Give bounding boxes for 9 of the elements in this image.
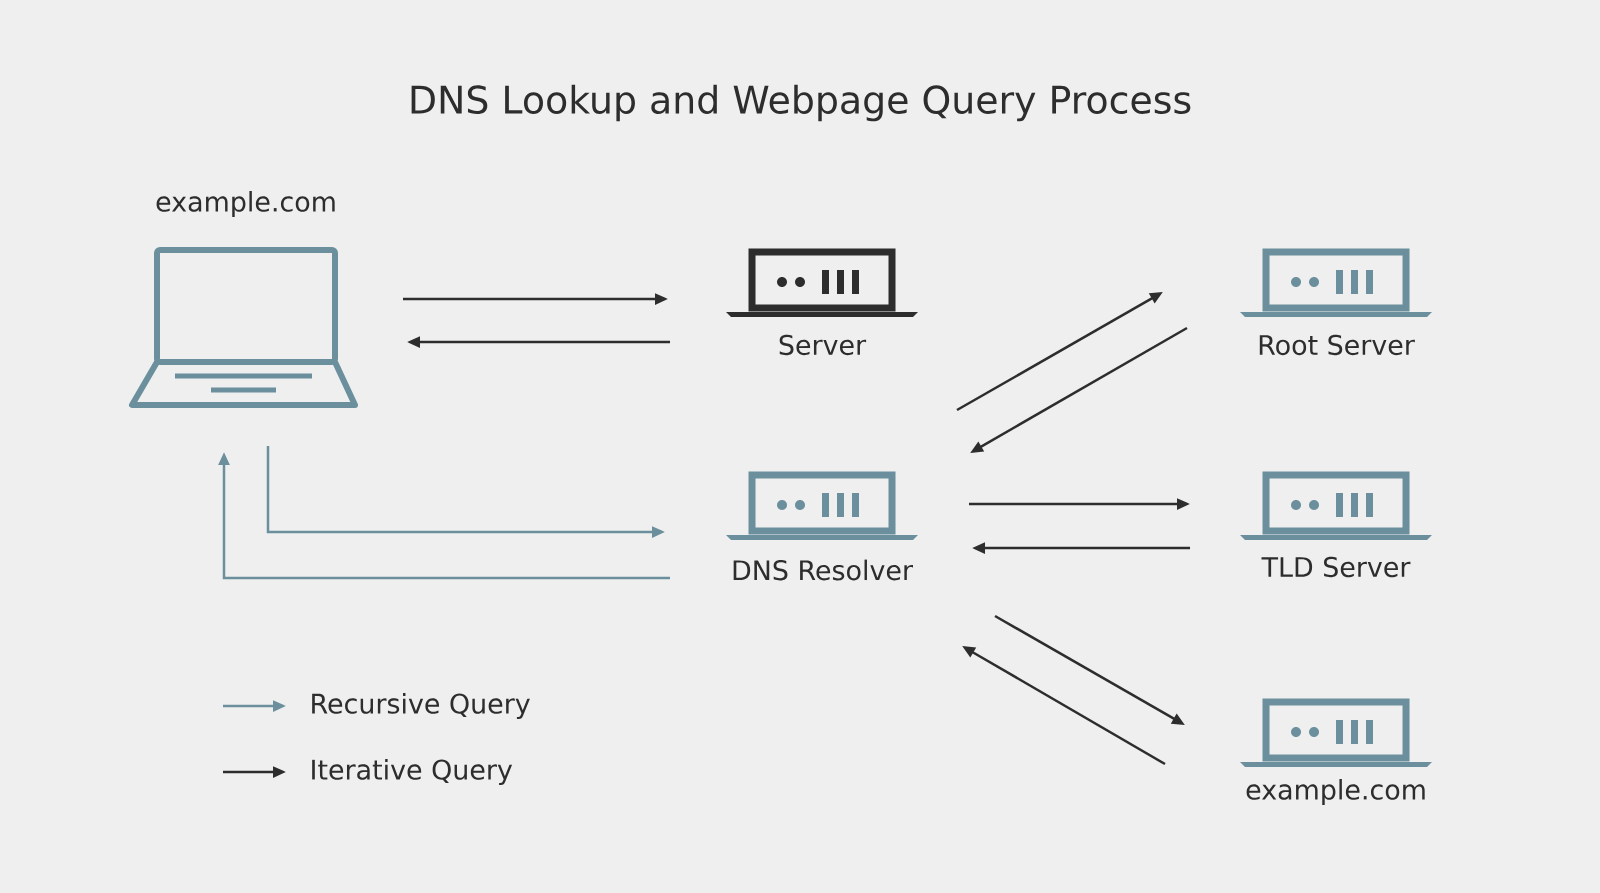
node-label: example.com xyxy=(1246,779,1425,805)
title: DNS Lookup and Webpage Query Process xyxy=(411,84,1191,122)
legend-label: Iterative Query xyxy=(312,759,513,785)
legend-label: Recursive Query xyxy=(312,693,530,719)
node-label: example.com xyxy=(156,191,335,217)
node-label: Server xyxy=(779,334,867,356)
node-label: Root Server xyxy=(1259,334,1415,356)
node-label: DNS Resolver xyxy=(733,559,913,581)
node-label: TLD Server xyxy=(1261,556,1411,578)
